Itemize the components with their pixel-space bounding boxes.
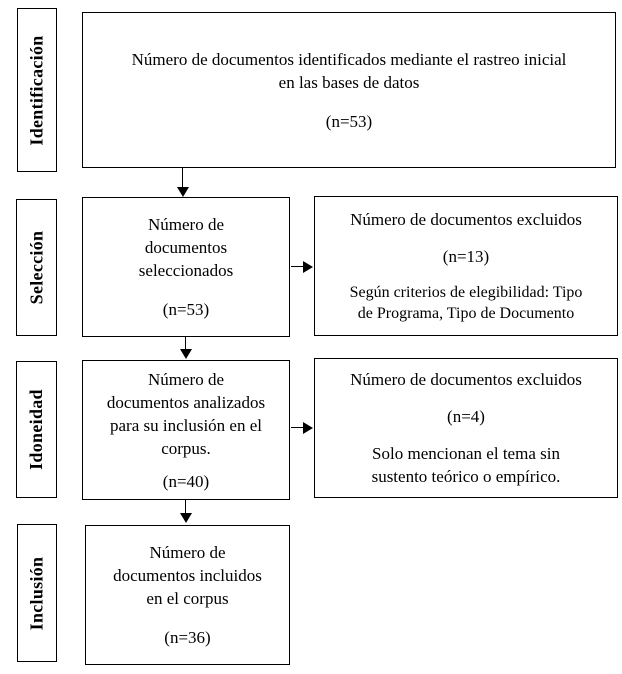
text-line: para su inclusión en el	[109, 415, 262, 435]
text-line: sustento teórico o empírico.	[371, 467, 561, 486]
text-line: corpus.	[161, 438, 211, 458]
box-identified: Número de documentos identificados media…	[82, 12, 616, 168]
arrow-head-icon	[303, 422, 313, 434]
text-line: Número de documentos identificados media…	[131, 49, 567, 69]
box-selected-text: Número de documentos seleccionados	[139, 213, 233, 282]
box-selected-count: (n=53)	[162, 300, 210, 319]
box-excluded-selection-count: (n=13)	[442, 247, 490, 266]
box-analyzed-text: Número de documentos analizados para su …	[107, 368, 265, 460]
stage-box-identificacion: Identificación	[17, 8, 57, 172]
text-line: Número de	[147, 215, 224, 234]
text-line: documentos incluidos	[113, 566, 262, 585]
box-analyzed-count: (n=40)	[162, 471, 210, 491]
box-excluded-eligibility-title: Número de documentos excluidos	[350, 370, 582, 389]
text-line: Según criterios de elegibilidad: Tipo	[349, 284, 583, 301]
text-line: en el corpus	[146, 589, 229, 608]
box-excluded-selection-reason: Según criterios de elegibilidad: Tipo de…	[350, 282, 583, 324]
stage-label-seleccion: Selección	[26, 230, 46, 305]
text-line: documentos analizados	[106, 392, 266, 412]
box-included-text: Número de documentos incluidos en el cor…	[113, 541, 262, 610]
arrow-head-icon	[180, 349, 192, 359]
box-excluded-selection-title: Número de documentos excluidos	[350, 210, 582, 229]
text-line: documentos	[144, 238, 228, 257]
text-line: Número de	[147, 369, 224, 389]
arrow-line	[182, 168, 183, 188]
stage-label-inclusion: Inclusión	[26, 556, 47, 630]
box-analyzed: Número de documentos analizados para su …	[82, 360, 290, 500]
box-included: Número de documentos incluidos en el cor…	[85, 525, 290, 665]
arrow-head-icon	[303, 261, 313, 273]
text-line: de Programa, Tipo de Documento	[357, 305, 575, 322]
text-line: Solo mencionan el tema sin	[372, 444, 560, 463]
stage-box-idoneidad: Idoneidad	[16, 361, 57, 498]
text-line: seleccionados	[138, 261, 234, 280]
box-excluded-selection: Número de documentos excluidos (n=13) Se…	[314, 196, 618, 336]
box-included-count: (n=36)	[164, 628, 211, 647]
stage-box-seleccion: Selección	[16, 199, 57, 336]
box-excluded-eligibility: Número de documentos excluidos (n=4) Sol…	[314, 358, 618, 498]
text-line: Número de	[149, 543, 226, 562]
text-line: en las bases de datos	[278, 72, 420, 92]
arrow-line	[185, 500, 186, 514]
arrow-line	[185, 337, 186, 350]
arrow-line	[291, 266, 305, 267]
box-excluded-eligibility-count: (n=4)	[447, 407, 485, 426]
arrow-head-icon	[180, 513, 192, 523]
arrow-head-icon	[177, 187, 189, 197]
stage-label-idoneidad: Idoneidad	[26, 389, 46, 470]
stage-label-identificacion: Identificación	[26, 34, 47, 146]
box-identified-count: (n=53)	[325, 111, 373, 131]
arrow-line	[291, 427, 305, 428]
stage-box-inclusion: Inclusión	[17, 524, 57, 662]
box-excluded-eligibility-reason: Solo mencionan el tema sin sustento teór…	[372, 442, 561, 488]
box-selected: Número de documentos seleccionados (n=53…	[82, 197, 290, 337]
box-identified-text: Número de documentos identificados media…	[132, 48, 567, 94]
